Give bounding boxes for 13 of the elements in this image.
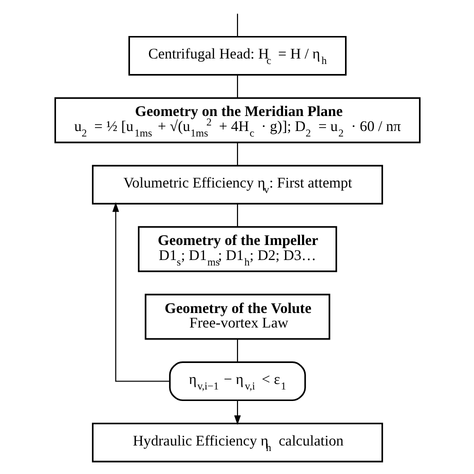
arrow [112,202,170,382]
node-box: Geometry of the Volute Free-vortex Law [144,294,330,340]
node-box: η$_{v,i−1}$ − η$_{v,i}$ < ε$_{1}$ [168,361,306,402]
node-box: Volumetric Efficiency η$_{v}$: First attempt [91,164,383,204]
connector [236,204,238,227]
node-box: Centrifugal Head: H$_{c}$ = H / η$_{h}$ [128,36,346,76]
node-box: Geometry of the Impeller D1$_{s}$; D1$_{ms}$; D1$_{h}$; D2; D3… [137,226,337,272]
node-box: Geometry on the Meridian Plane u$_{2}$ = ½ [u$_{1ms}$ + √(u$_{1ms}$$^{2}$ + 4H$_{c}$ · g)]; D$_{2}$ = u$_{2}$ · 60 / nπ [54,97,420,144]
connector [236,75,238,98]
arrow [234,400,240,425]
connector [236,142,238,166]
connector [236,339,238,362]
connector [236,14,238,36]
